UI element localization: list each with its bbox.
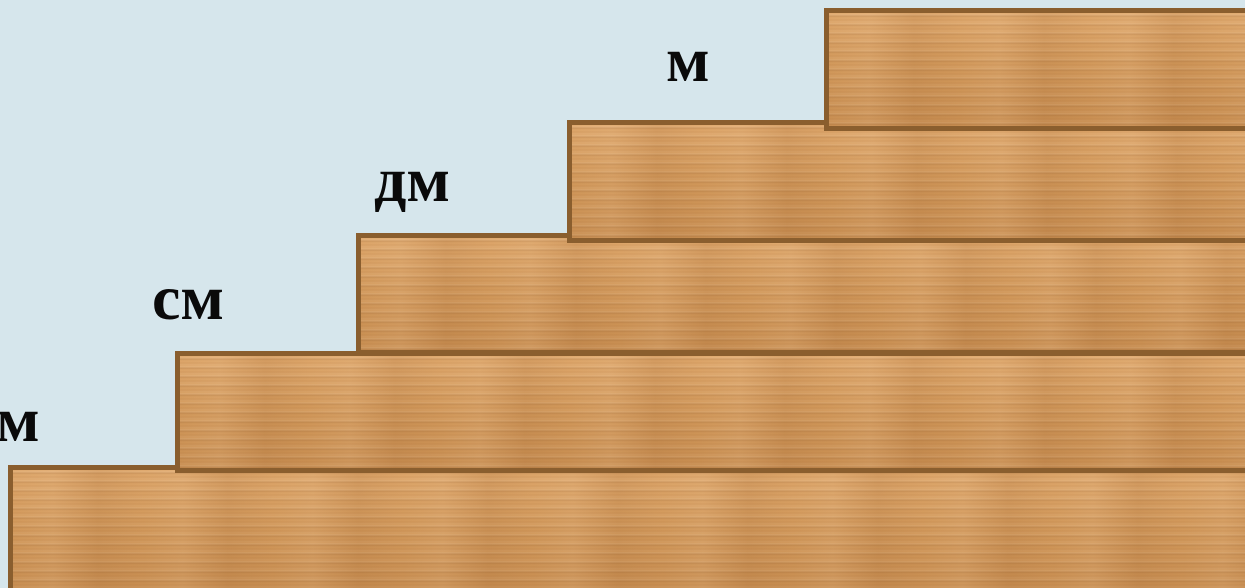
label-dm: дм	[374, 148, 450, 212]
step-plank-5	[824, 8, 1245, 131]
step-plank-2	[175, 351, 1245, 473]
step-plank-4	[567, 120, 1245, 243]
label-m: м	[666, 28, 710, 92]
step-plank-1	[8, 465, 1245, 588]
label-mm-partial: м	[0, 388, 40, 452]
label-cm: см	[152, 266, 224, 330]
step-plank-3	[356, 233, 1245, 355]
